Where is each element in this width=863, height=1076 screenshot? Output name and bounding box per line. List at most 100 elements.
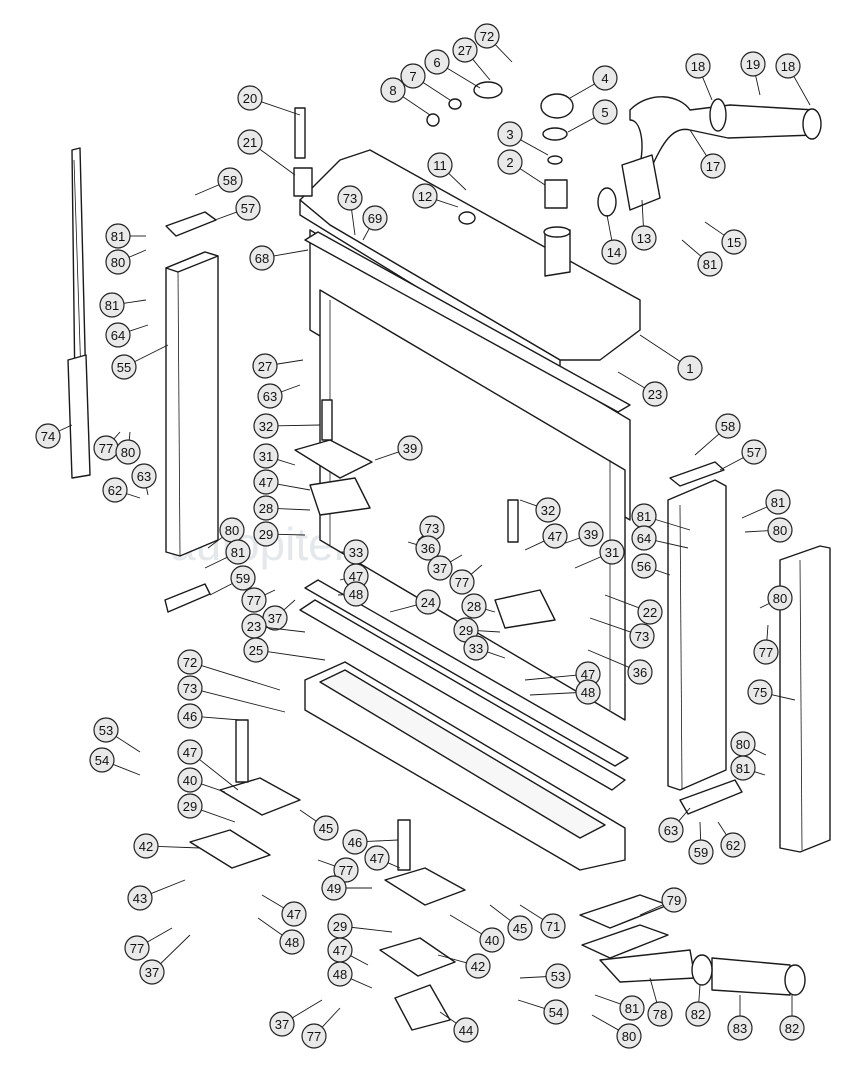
callout-circle	[279, 929, 305, 955]
callout-number: 81	[637, 509, 651, 524]
callout-circle	[616, 1023, 642, 1049]
part-callout-c77e: 77	[317, 857, 359, 883]
callout-leader-line	[209, 583, 233, 596]
callout-leader-line	[115, 736, 141, 753]
part-callout-c29a: 29	[253, 521, 306, 547]
callout-circle	[412, 183, 438, 209]
callout-number: 72	[183, 655, 197, 670]
callout-number: 29	[183, 799, 197, 814]
callout-number: 29	[333, 919, 347, 934]
part-callout-c20: 20	[237, 85, 301, 116]
callout-leader-line	[494, 44, 513, 63]
callout-circle	[479, 927, 505, 953]
callout-leader-line	[649, 977, 658, 1003]
callout-number: 77	[339, 863, 353, 878]
callout-leader-line	[604, 594, 639, 609]
callout-leader-line	[257, 917, 283, 936]
callout-leader-line	[214, 211, 237, 221]
callout-circle	[474, 23, 500, 49]
callout-leader-line	[199, 759, 239, 791]
left-side-plate	[164, 211, 219, 613]
part-callout-c22: 22	[604, 594, 663, 625]
part-callout-c33a: 33	[340, 539, 369, 565]
callout-number: 81	[703, 257, 717, 272]
part-callout-c64a: 64	[105, 322, 149, 348]
part-callout-c29b: 29	[453, 617, 501, 643]
callout-circle	[619, 995, 645, 1021]
callout-number: 63	[664, 823, 678, 838]
callout-leader-line	[681, 239, 702, 257]
part-callout-c37d: 37	[269, 999, 323, 1037]
bottom-tank	[304, 661, 626, 871]
callout-circle	[177, 739, 203, 765]
callout-number: 75	[753, 685, 767, 700]
part-callout-c62a: 62	[102, 477, 141, 503]
callout-number: 79	[667, 893, 681, 908]
callout-number: 11	[433, 158, 447, 173]
part-callout-c47c: 47	[524, 523, 568, 551]
callout-leader-line	[129, 324, 149, 332]
callout-circle	[629, 623, 655, 649]
part-callout-c59b: 59	[688, 821, 714, 865]
callout-circle	[177, 793, 203, 819]
filler-cap-parts	[426, 81, 617, 225]
callout-number: 47	[333, 943, 347, 958]
part-callout-c63c: 63	[658, 807, 691, 843]
callout-number: 80	[773, 591, 787, 606]
callout-number: 77	[455, 575, 469, 590]
callout-leader-line	[589, 617, 631, 633]
callout-circle	[535, 497, 561, 523]
callout-number: 17	[706, 159, 720, 174]
part-callout-c81d: 81	[681, 239, 723, 277]
part-callout-c29c: 29	[177, 793, 236, 823]
part-callout-c82a: 82	[685, 984, 711, 1027]
callout-leader-line	[741, 506, 768, 519]
callout-leader-line	[150, 879, 186, 894]
callout-circle	[463, 635, 489, 661]
callout-number: 77	[99, 441, 113, 456]
callout-circle	[775, 53, 801, 79]
callout-number: 63	[263, 389, 277, 404]
callout-circle	[243, 637, 269, 663]
callout-leader-line	[678, 807, 691, 822]
callout-circle	[257, 383, 283, 409]
part-callout-c39a: 39	[374, 435, 423, 461]
part-callout-c72a: 72	[474, 23, 513, 63]
part-callout-c80a: 80	[105, 249, 147, 275]
part-callout-c73d: 73	[177, 675, 286, 713]
callout-number: 80	[121, 445, 135, 460]
callout-leader-line	[283, 599, 296, 611]
callout-leader-line	[402, 96, 431, 116]
callout-circle	[111, 354, 137, 380]
callout-leader-line	[699, 821, 702, 841]
part-callout-c18b: 18	[775, 53, 811, 106]
part-callout-c80d: 80	[744, 517, 793, 543]
part-callout-c73a: 73	[337, 185, 363, 236]
callout-circle	[253, 469, 279, 495]
callout-number: 48	[333, 967, 347, 982]
callout-leader-line	[753, 748, 767, 756]
part-callout-c59a: 59	[209, 565, 256, 596]
part-callout-c42b: 42	[437, 953, 491, 979]
part-callout-c4: 4	[569, 65, 618, 99]
callout-circle	[765, 489, 791, 515]
callout-leader-line	[472, 58, 491, 81]
callout-number: 48	[581, 685, 595, 700]
callout-number: 36	[421, 541, 435, 556]
callout-circle	[177, 767, 203, 793]
callout-leader-line	[201, 783, 226, 793]
callout-leader-line	[350, 955, 369, 966]
callout-circle	[637, 599, 663, 625]
callout-number: 4	[601, 71, 608, 86]
callout-circle	[342, 829, 368, 855]
part-callout-c69: 69	[362, 205, 388, 241]
callout-leader-line	[417, 535, 424, 541]
part-callout-c48b: 48	[529, 679, 601, 705]
callout-number: 24	[421, 595, 435, 610]
callout-number: 53	[551, 969, 565, 984]
callout-circle	[139, 959, 165, 985]
part-callout-c73c: 73	[589, 617, 655, 649]
callout-circle	[230, 565, 256, 591]
callout-number: 23	[648, 387, 662, 402]
